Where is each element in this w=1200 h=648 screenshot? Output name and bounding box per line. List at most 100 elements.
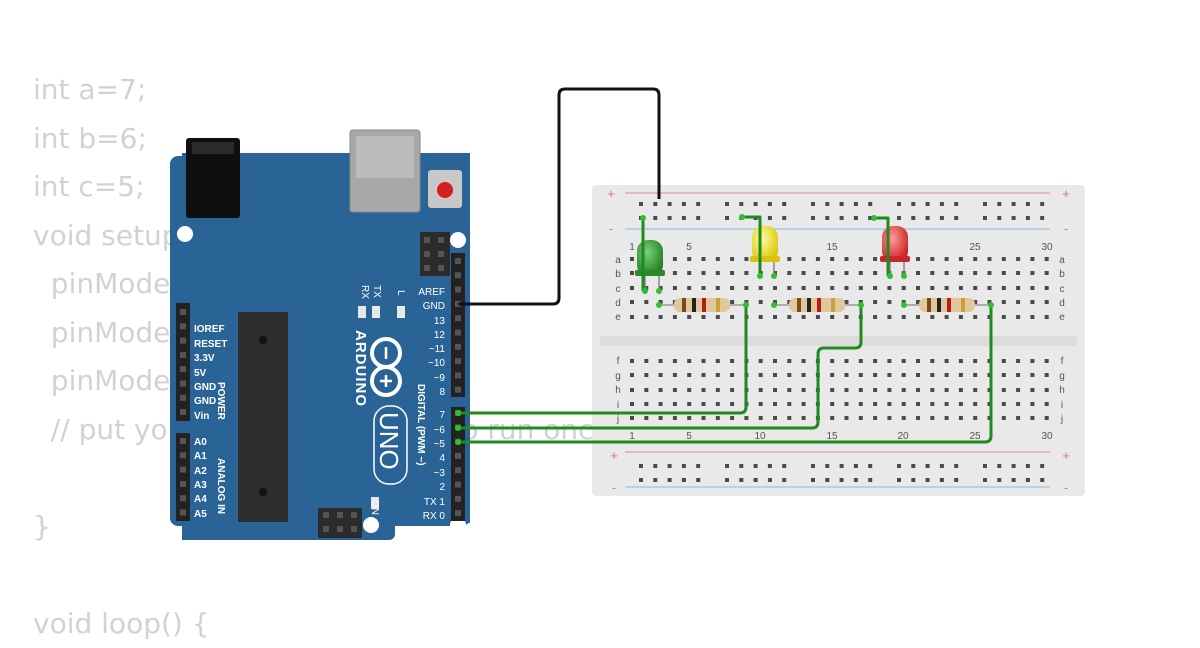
breadboard-hole[interactable] — [730, 300, 734, 304]
breadboard-hole[interactable] — [930, 359, 934, 363]
breadboard-hole[interactable] — [759, 402, 763, 406]
breadboard-hole[interactable] — [873, 373, 877, 377]
breadboard-hole[interactable] — [744, 257, 748, 261]
breadboard-hole[interactable] — [739, 202, 743, 206]
breadboard-hole[interactable] — [973, 373, 977, 377]
breadboard-hole[interactable] — [916, 388, 920, 392]
breadboard-hole[interactable] — [973, 359, 977, 363]
breadboard-hole[interactable] — [854, 478, 858, 482]
breadboard-hole[interactable] — [945, 257, 949, 261]
breadboard-hole[interactable] — [773, 359, 777, 363]
breadboard-hole[interactable] — [639, 478, 643, 482]
breadboard-hole[interactable] — [973, 416, 977, 420]
breadboard-hole[interactable] — [945, 315, 949, 319]
breadboard-hole[interactable] — [1016, 315, 1020, 319]
breadboard-hole[interactable] — [959, 416, 963, 420]
breadboard-hole[interactable] — [659, 359, 663, 363]
breadboard-hole[interactable] — [830, 257, 834, 261]
header-pin[interactable] — [455, 372, 461, 378]
breadboard-hole[interactable] — [873, 416, 877, 420]
breadboard-hole[interactable] — [1045, 286, 1049, 290]
breadboard-hole[interactable] — [902, 315, 906, 319]
breadboard-hole[interactable] — [1016, 271, 1020, 275]
breadboard-hole[interactable] — [1030, 373, 1034, 377]
breadboard-hole[interactable] — [630, 373, 634, 377]
breadboard-hole[interactable] — [1030, 315, 1034, 319]
breadboard-hole[interactable] — [668, 216, 672, 220]
breadboard-hole[interactable] — [787, 315, 791, 319]
header-pin[interactable] — [424, 251, 430, 257]
breadboard-hole[interactable] — [644, 402, 648, 406]
breadboard-hole[interactable] — [687, 402, 691, 406]
breadboard-hole[interactable] — [830, 373, 834, 377]
breadboard-hole[interactable] — [997, 202, 1001, 206]
breadboard-hole[interactable] — [773, 373, 777, 377]
breadboard-hole[interactable] — [759, 416, 763, 420]
breadboard-hole[interactable] — [759, 373, 763, 377]
breadboard-hole[interactable] — [873, 315, 877, 319]
breadboard-hole[interactable] — [1030, 359, 1034, 363]
breadboard-hole[interactable] — [1002, 315, 1006, 319]
breadboard-hole[interactable] — [959, 271, 963, 275]
breadboard-hole[interactable] — [787, 286, 791, 290]
breadboard-hole[interactable] — [897, 216, 901, 220]
breadboard-hole[interactable] — [926, 464, 930, 468]
breadboard-hole[interactable] — [782, 202, 786, 206]
breadboard-hole[interactable] — [830, 315, 834, 319]
breadboard-hole[interactable] — [1045, 416, 1049, 420]
breadboard-hole[interactable] — [696, 478, 700, 482]
breadboard-hole[interactable] — [1026, 464, 1030, 468]
breadboard-hole[interactable] — [1026, 216, 1030, 220]
breadboard-hole[interactable] — [945, 388, 949, 392]
breadboard-hole[interactable] — [859, 373, 863, 377]
header-pin[interactable] — [337, 526, 343, 532]
breadboard-hole[interactable] — [830, 271, 834, 275]
breadboard-hole[interactable] — [630, 271, 634, 275]
breadboard-hole[interactable] — [702, 359, 706, 363]
breadboard-hole[interactable] — [668, 478, 672, 482]
breadboard-hole[interactable] — [673, 286, 677, 290]
breadboard-hole[interactable] — [816, 271, 820, 275]
breadboard-hole[interactable] — [702, 416, 706, 420]
breadboard-hole[interactable] — [997, 216, 1001, 220]
breadboard-hole[interactable] — [873, 300, 877, 304]
breadboard-hole[interactable] — [673, 315, 677, 319]
breadboard-hole[interactable] — [1012, 478, 1016, 482]
breadboard-hole[interactable] — [926, 216, 930, 220]
header-pin[interactable] — [180, 352, 186, 358]
breadboard-hole[interactable] — [1030, 271, 1034, 275]
header-pin[interactable] — [455, 315, 461, 321]
breadboard-hole[interactable] — [954, 478, 958, 482]
breadboard-hole[interactable] — [1016, 402, 1020, 406]
breadboard-hole[interactable] — [1002, 373, 1006, 377]
header-pin[interactable] — [180, 409, 186, 415]
breadboard-hole[interactable] — [644, 300, 648, 304]
breadboard-hole[interactable] — [630, 359, 634, 363]
breadboard-hole[interactable] — [840, 464, 844, 468]
breadboard-hole[interactable] — [687, 416, 691, 420]
breadboard-hole[interactable] — [916, 271, 920, 275]
breadboard-hole[interactable] — [802, 388, 806, 392]
breadboard-hole[interactable] — [639, 202, 643, 206]
breadboard-hole[interactable] — [630, 257, 634, 261]
breadboard-hole[interactable] — [687, 286, 691, 290]
header-pin[interactable] — [455, 467, 461, 473]
breadboard-hole[interactable] — [845, 315, 849, 319]
breadboard-hole[interactable] — [1016, 286, 1020, 290]
breadboard-hole[interactable] — [759, 286, 763, 290]
breadboard-hole[interactable] — [1002, 286, 1006, 290]
breadboard-hole[interactable] — [802, 359, 806, 363]
breadboard-hole[interactable] — [873, 359, 877, 363]
header-pin[interactable] — [424, 265, 430, 271]
breadboard-hole[interactable] — [659, 315, 663, 319]
breadboard-hole[interactable] — [887, 416, 891, 420]
breadboard-hole[interactable] — [830, 402, 834, 406]
breadboard-hole[interactable] — [682, 464, 686, 468]
header-pin[interactable] — [455, 510, 461, 516]
breadboard-hole[interactable] — [716, 416, 720, 420]
breadboard-hole[interactable] — [859, 271, 863, 275]
breadboard-hole[interactable] — [873, 402, 877, 406]
breadboard-hole[interactable] — [873, 257, 877, 261]
header-pin[interactable] — [438, 265, 444, 271]
breadboard-hole[interactable] — [916, 359, 920, 363]
